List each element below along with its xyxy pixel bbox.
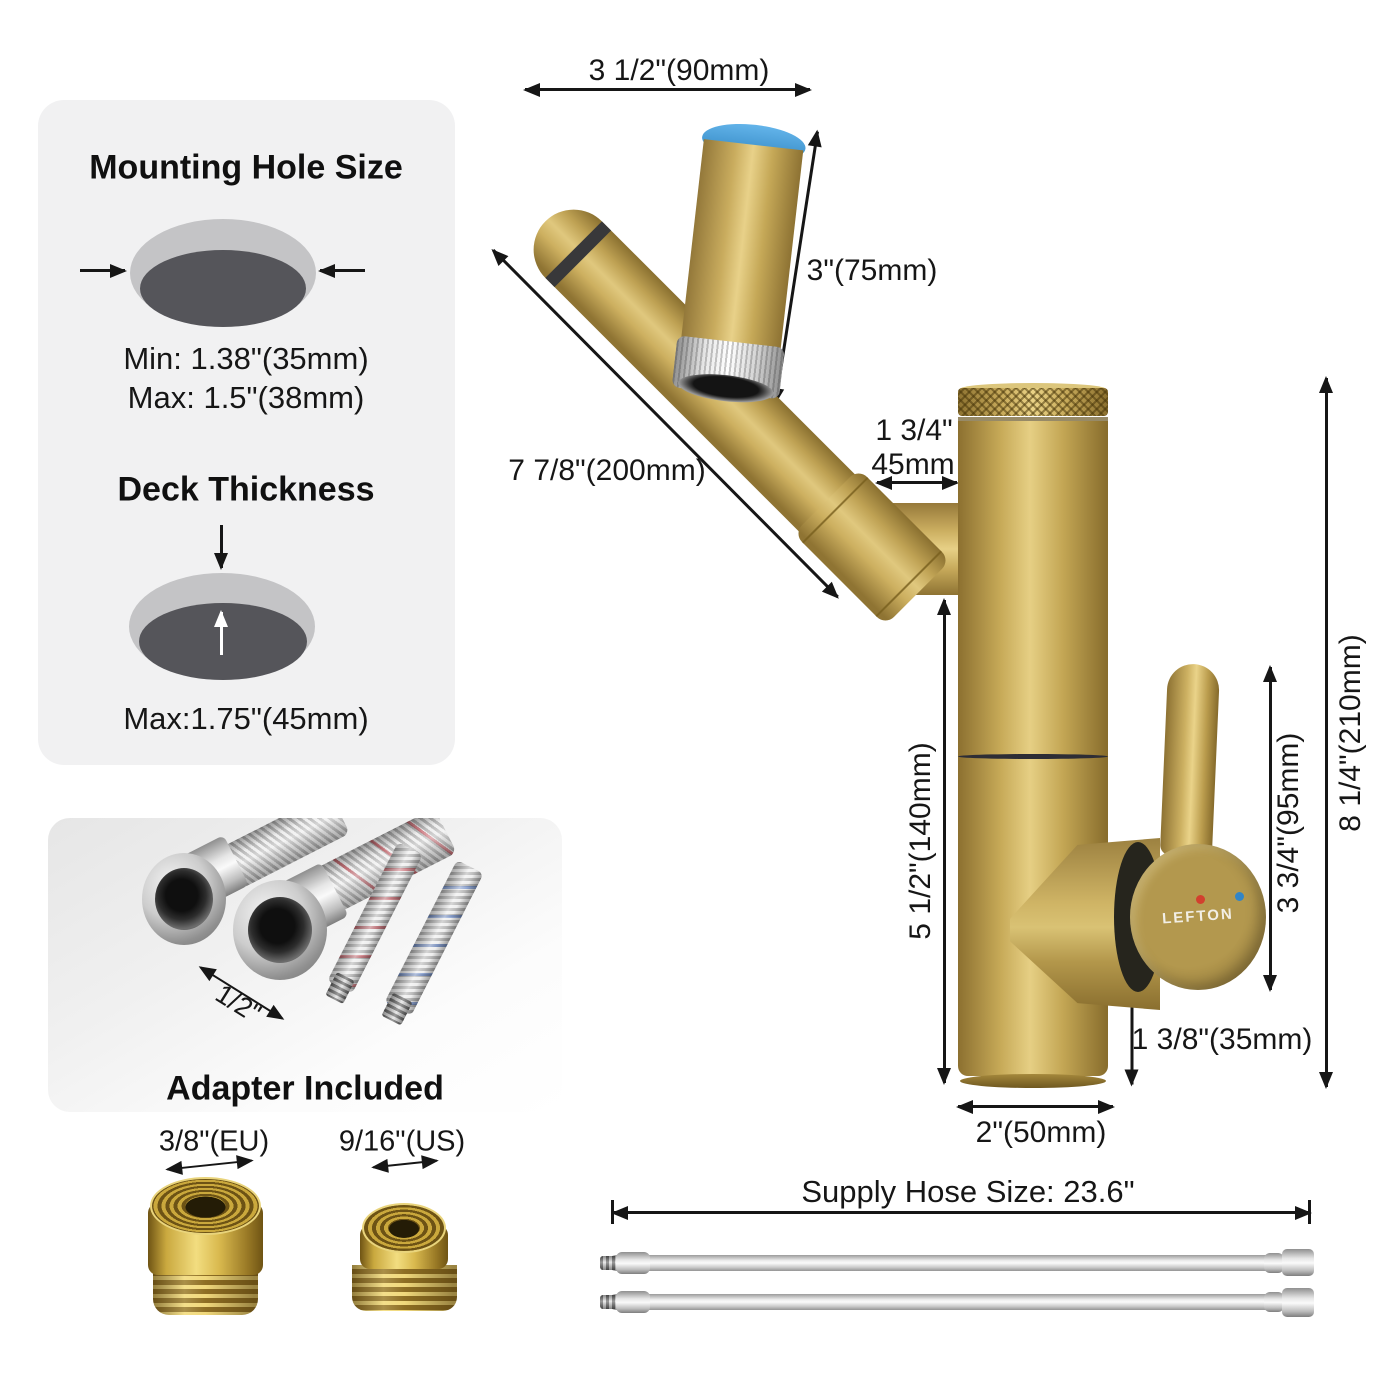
mounting-hole-title: Mounting Hole Size xyxy=(89,148,403,187)
arrow-up-icon xyxy=(220,612,223,655)
adapter-eu-label: 3/8"(EU) xyxy=(158,1125,270,1158)
body-base-edge xyxy=(960,1074,1106,1088)
dim-arrow-supply-hose xyxy=(613,1211,1310,1214)
supply-hose-hot xyxy=(608,1294,1312,1310)
hose-fitting xyxy=(1264,1253,1284,1273)
hose-size-label: 1/2" xyxy=(210,978,267,1029)
dim-arrow-spout-width xyxy=(525,88,810,91)
hose-photo: 1/2" Adapter Included xyxy=(48,818,562,1112)
hose-nut xyxy=(1282,1288,1314,1317)
adapter-us-threads xyxy=(352,1265,457,1311)
supply-hose-cold xyxy=(608,1255,1312,1271)
dim-arrow-eu-adapter xyxy=(167,1159,252,1171)
spec-panel: Mounting Hole Size Min: 1.38"(35mm) Max:… xyxy=(38,100,455,765)
dim-arrow-total-height xyxy=(1325,378,1328,1087)
body-height-label: 5 1/2"(140mm) xyxy=(903,742,937,940)
dim-arrow-offset xyxy=(877,481,957,484)
arrow-right-icon xyxy=(80,269,125,272)
hose-male-tip xyxy=(600,1256,618,1270)
adapter-eu xyxy=(148,1177,263,1315)
mounting-min-label: Min: 1.38"(35mm) xyxy=(123,341,369,377)
faucet-body xyxy=(958,383,1108,1088)
hose-nut xyxy=(142,853,226,945)
adapter-us-label: 9/16"(US) xyxy=(338,1125,466,1158)
handle-lever xyxy=(1159,662,1221,858)
hose-nut-hole xyxy=(155,868,213,930)
handle-face xyxy=(1130,844,1266,990)
spout-shaft xyxy=(680,139,804,354)
hose-fitting xyxy=(1264,1292,1284,1312)
dim-arrow-body-height xyxy=(943,600,946,1083)
hose-fitting xyxy=(616,1291,650,1313)
cold-indicator-dot xyxy=(1235,892,1244,901)
faucet-spout-head xyxy=(671,119,808,407)
adapter-eu-threads xyxy=(153,1267,258,1315)
mounting-max-label: Max: 1.5"(38mm) xyxy=(127,380,365,416)
mounting-hole-dark xyxy=(140,250,306,327)
arrow-left-icon xyxy=(320,269,365,272)
adapter-us xyxy=(352,1203,457,1311)
adapter-us-opening xyxy=(362,1203,446,1253)
adapter-included-title: Adapter Included xyxy=(166,1069,444,1108)
handle-height-label: 3 3/4"(95mm) xyxy=(1271,732,1305,914)
hose-nut xyxy=(233,880,327,980)
hot-indicator-dot xyxy=(1196,895,1205,904)
dim-arrow-handle-height xyxy=(1269,667,1272,990)
offset-inch-label: 1 3/4" xyxy=(875,413,953,447)
body-knurled-cap xyxy=(958,388,1108,416)
adapter-eu-opening xyxy=(150,1177,261,1235)
body-seam-line xyxy=(958,754,1108,759)
arrow-down-icon xyxy=(220,525,223,568)
dim-tick xyxy=(611,1200,614,1224)
deck-max-label: Max:1.75"(45mm) xyxy=(123,701,369,737)
hose-fitting xyxy=(616,1252,650,1274)
hose-nut xyxy=(1282,1249,1314,1276)
total-height-label: 8 1/4"(210mm) xyxy=(1333,634,1367,832)
handle-gap-label: 1 3/8"(35mm) xyxy=(1131,1022,1313,1056)
deck-thickness-title: Deck Thickness xyxy=(117,470,375,509)
faucet-arm-ring xyxy=(545,221,612,288)
spout-width-label: 3 1/2"(90mm) xyxy=(588,53,770,87)
dim-tick xyxy=(1308,1200,1311,1224)
arm-length-label: 7 7/8"(200mm) xyxy=(508,453,706,487)
spout-height-label: 3"(75mm) xyxy=(806,253,938,287)
body-cap-seam xyxy=(958,417,1108,421)
dim-arrow-base xyxy=(958,1105,1113,1108)
hose-nut-hole xyxy=(248,897,312,963)
dim-arrow-us-adapter xyxy=(373,1159,437,1169)
hose-male-tip xyxy=(600,1295,618,1309)
supply-hose-label: Supply Hose Size: 23.6" xyxy=(801,1174,1135,1210)
base-diameter-label: 2"(50mm) xyxy=(975,1115,1107,1149)
